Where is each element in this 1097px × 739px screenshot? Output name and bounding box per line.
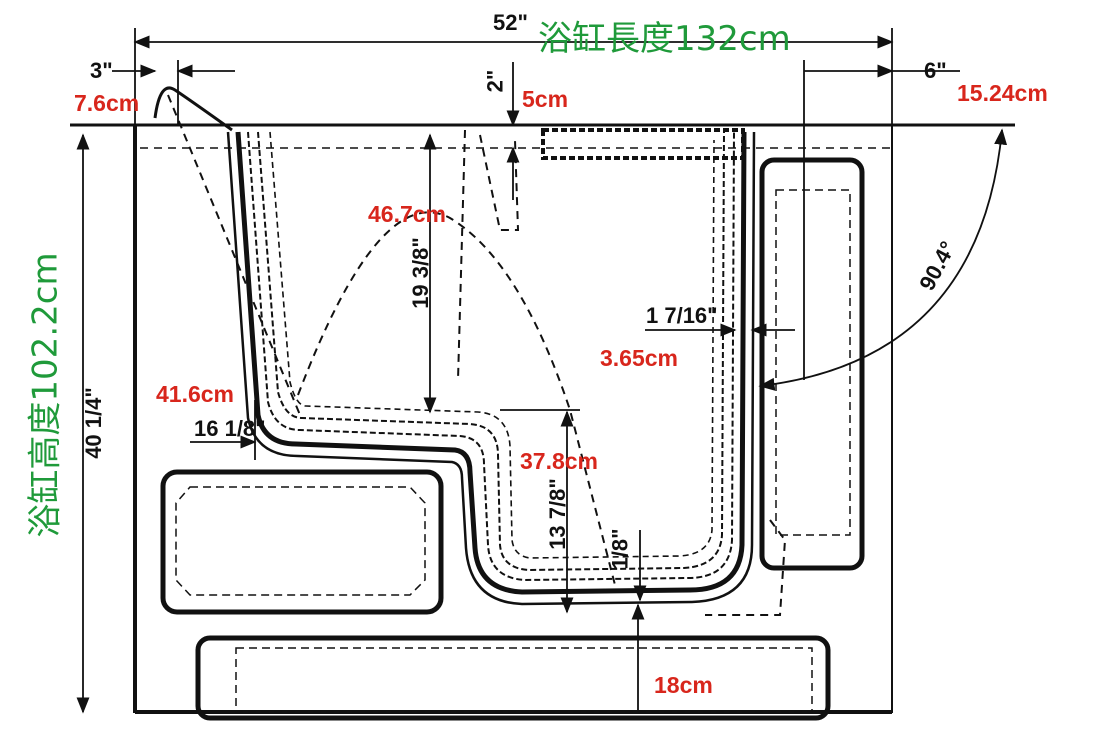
top-step-imperial: 2" xyxy=(482,69,508,93)
inner-depth-metric: 46.7cm xyxy=(368,201,447,227)
top-step-metric: 5cm xyxy=(522,86,569,112)
rim-left-imperial: 3" xyxy=(90,58,113,83)
rim-left-metric: 7.6cm xyxy=(74,90,140,116)
floor-gap-metric: 18cm xyxy=(654,672,713,698)
seat-length-metric: 41.6cm xyxy=(156,381,235,407)
door-top xyxy=(153,86,233,132)
floor-gap-imperial: 1/8" xyxy=(607,528,633,570)
tub-height-title: 浴缸高度102.2cm xyxy=(25,252,66,538)
dimension-lines xyxy=(76,28,1008,714)
overall-height-imperial: 40 1/4" xyxy=(80,387,106,459)
seat-height-metric: 37.8cm xyxy=(520,448,599,474)
overall-length-imperial: 52" xyxy=(493,10,528,35)
tub-length-title: 浴缸長度132cm xyxy=(538,19,791,59)
tub-basin xyxy=(226,128,756,606)
seat-length-imperial: 16 1/8" xyxy=(194,416,266,441)
wall-gap-metric: 3.65cm xyxy=(600,345,679,371)
base-panel xyxy=(195,635,831,721)
wall-gap-imperial: 1 7/16" xyxy=(646,303,718,328)
inner-depth-imperial: 19 3/8" xyxy=(407,237,433,309)
door-swing xyxy=(167,94,787,616)
right-offset-imperial: 6" xyxy=(924,58,947,83)
side-panel-left xyxy=(160,469,444,615)
seat-height-imperial: 13 7/8" xyxy=(544,478,570,550)
right-offset-metric: 15.24cm xyxy=(957,80,1048,106)
